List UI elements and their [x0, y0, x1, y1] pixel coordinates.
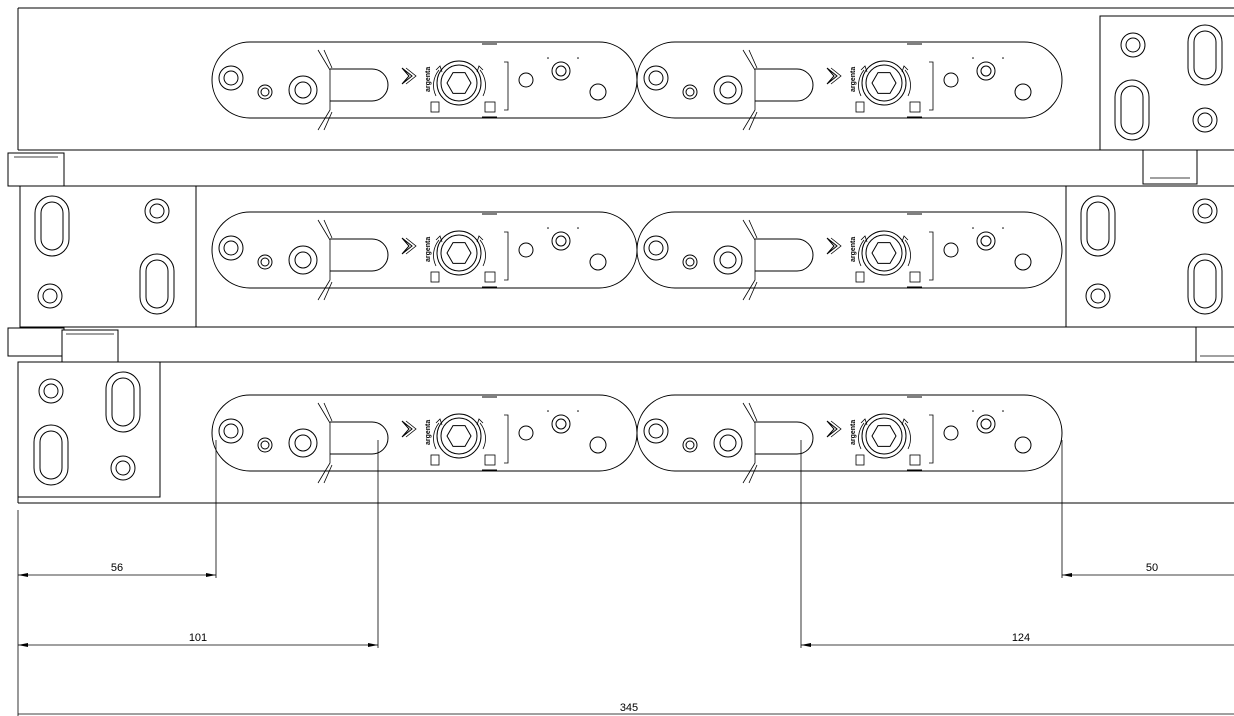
row-bottom-left-plate	[17, 361, 161, 498]
brand-labels: argenta argenta argenta argenta argenta …	[425, 67, 857, 445]
row-middle-left-plate	[19, 185, 197, 328]
row-bottom	[17, 361, 1234, 504]
dimension-label: 101	[189, 632, 207, 644]
rail-end-cap-right	[1142, 149, 1198, 185]
rail-end-cap-left	[7, 327, 65, 357]
dimension-101: 101	[18, 632, 378, 647]
dimension-345: 345	[18, 702, 1234, 715]
dimension-lines: 56 101 50 124 345	[17, 440, 1234, 716]
brand-label: argenta	[425, 237, 432, 262]
rail-end-cap-right	[1195, 326, 1234, 363]
brand-label: argenta	[850, 237, 857, 262]
dimension-56: 56	[18, 562, 216, 577]
dimension-label: 56	[111, 562, 123, 574]
dimension-label: 50	[1146, 562, 1158, 574]
row-top-right-plate	[1099, 15, 1234, 151]
dimension-label: 345	[620, 702, 638, 714]
brand-label: argenta	[425, 420, 432, 445]
row-middle-right-plate	[1065, 185, 1234, 328]
brand-label: argenta	[850, 420, 857, 445]
brand-label: argenta	[850, 67, 857, 92]
dimension-label: 124	[1012, 632, 1030, 644]
rail-end-cap-left	[7, 152, 65, 187]
dimension-124: 124	[801, 632, 1234, 647]
row-top	[17, 7, 1234, 151]
rail-upper	[7, 149, 1234, 187]
dimension-50: 50	[1062, 562, 1234, 577]
row-middle	[19, 185, 1234, 328]
brand-label: argenta	[425, 67, 432, 92]
rail-lower	[7, 326, 1234, 363]
